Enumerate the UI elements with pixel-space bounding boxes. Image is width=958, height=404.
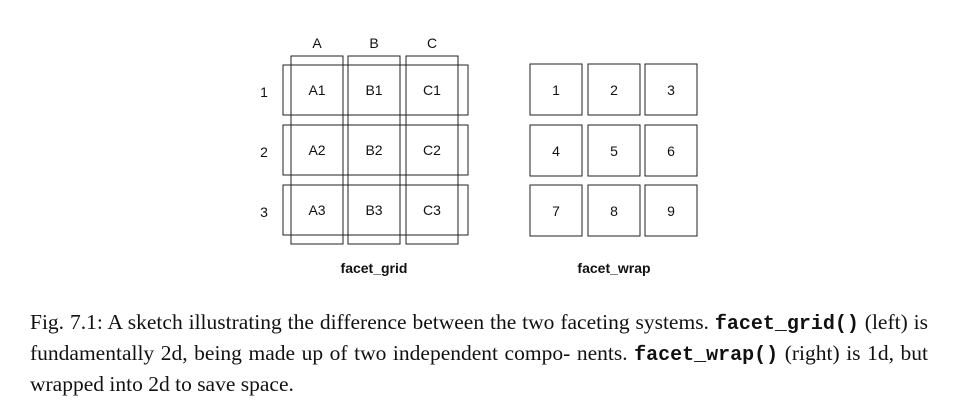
wrap-panel-label-3: 3 <box>667 82 675 98</box>
wrap-panel-9 <box>644 184 698 237</box>
caption-line3-post: (right) is 1d, but wrapped into 2d to sa… <box>30 341 929 396</box>
grid-panel-label-b2: B2 <box>365 142 382 158</box>
caption-label: Fig. 7.1: <box>30 310 103 334</box>
wrap-panel-2 <box>587 63 641 116</box>
wrap-panel-8 <box>587 184 641 237</box>
wrap-panel-label-8: 8 <box>610 203 618 219</box>
caption-line3-pre: nents. <box>576 341 635 365</box>
wrap-panel-4 <box>529 124 583 177</box>
grid-row-label-1: 1 <box>260 84 268 100</box>
wrap-panel-6 <box>644 124 698 177</box>
grid-col-label-c: C <box>427 35 437 51</box>
wrap-panel-5 <box>587 124 641 177</box>
wrap-panel-label-6: 6 <box>667 143 675 159</box>
grid-panel-a3 <box>290 184 344 236</box>
caption-line2-text: (left) is fundamentally 2d, being made u… <box>30 310 928 365</box>
grid-panel-labels: A1 B1 C1 A2 B2 C2 A3 B3 C3 <box>308 82 441 218</box>
grid-row-label-2: 2 <box>260 144 268 160</box>
wrap-panel-label-4: 4 <box>552 143 560 159</box>
grid-panel-label-c3: C3 <box>423 202 441 218</box>
grid-panel-a2 <box>290 124 344 176</box>
grid-panel-label-c2: C2 <box>423 142 441 158</box>
grid-panels <box>290 64 459 236</box>
wrap-panels <box>529 63 698 237</box>
wrap-panel-1 <box>529 63 583 116</box>
caption-code-facet-grid: facet_grid() <box>714 313 859 336</box>
grid-panel-c2 <box>405 124 459 176</box>
wrap-title: facet_wrap <box>577 260 650 276</box>
caption-code-facet-wrap: facet_wrap() <box>634 344 779 367</box>
grid-panel-c1 <box>405 64 459 116</box>
grid-row-label-3: 3 <box>260 204 268 220</box>
wrap-panel-3 <box>644 63 698 116</box>
grid-panel-b2 <box>347 124 401 176</box>
grid-panel-label-a2: A2 <box>308 142 325 158</box>
grid-col-label-b: B <box>369 35 378 51</box>
grid-col-label-a: A <box>312 35 322 51</box>
grid-panel-label-c1: C1 <box>423 82 441 98</box>
grid-panel-b3 <box>347 184 401 236</box>
grid-panel-label-b3: B3 <box>365 202 382 218</box>
grid-panel-label-a3: A3 <box>308 202 325 218</box>
wrap-panel-label-1: 1 <box>552 82 560 98</box>
grid-panel-b1 <box>347 64 401 116</box>
caption-line1-text: A sketch illustrating the difference bet… <box>102 310 709 334</box>
grid-panel-label-a1: A1 <box>308 82 325 98</box>
grid-panel-label-b1: B1 <box>365 82 382 98</box>
grid-panel-a1 <box>290 64 344 116</box>
wrap-panel-label-2: 2 <box>610 82 618 98</box>
figure-caption: Fig. 7.1: A sketch illustrating the diff… <box>30 308 928 398</box>
wrap-panel-label-7: 7 <box>552 203 560 219</box>
wrap-panel-labels: 1 2 3 4 5 6 7 8 9 <box>552 82 675 219</box>
wrap-panel-label-9: 9 <box>667 203 675 219</box>
wrap-panel-7 <box>529 184 583 237</box>
grid-title: facet_grid <box>341 260 408 276</box>
grid-panel-c3 <box>405 184 459 236</box>
wrap-panel-label-5: 5 <box>610 143 618 159</box>
faceting-diagram: A B C 1 2 3 A1 B1 C1 A2 B2 C2 A3 B3 C3 <box>260 35 698 276</box>
